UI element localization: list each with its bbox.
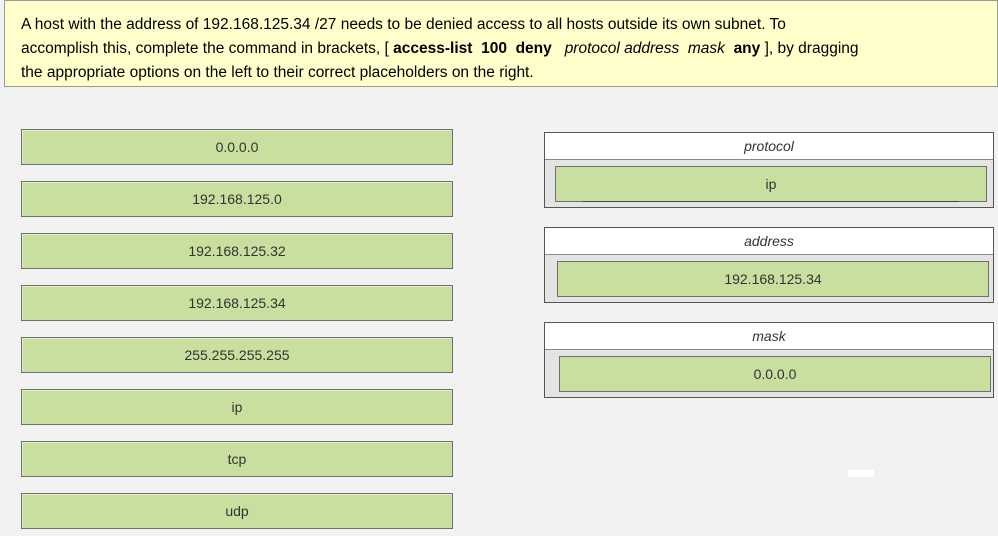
question-prompt: A host with the address of 192.168.125.3… bbox=[4, 0, 998, 87]
option-ip[interactable]: ip bbox=[21, 389, 453, 425]
option-label: tcp bbox=[227, 451, 247, 467]
option-label: 192.168.125.32 bbox=[188, 243, 286, 259]
dropped-label: 0.0.0.0 bbox=[753, 366, 797, 382]
option-tcp[interactable]: tcp bbox=[21, 441, 453, 477]
address-placeholder: address 192.168.125.34 bbox=[544, 227, 994, 303]
option-192-168-125-0[interactable]: 192.168.125.0 bbox=[21, 181, 453, 217]
question-spacer bbox=[725, 40, 734, 57]
mask-drop-0-0-0-0[interactable]: 0.0.0.0 bbox=[559, 356, 991, 392]
placeholder-underline bbox=[583, 201, 959, 202]
mask-placeholder: mask 0.0.0.0 bbox=[544, 322, 994, 398]
option-udp[interactable]: udp bbox=[21, 493, 453, 529]
option-label: 192.168.125.34 bbox=[188, 295, 286, 311]
question-spacer bbox=[552, 40, 565, 57]
dropped-label: 192.168.125.34 bbox=[724, 271, 822, 287]
command-keyword-access-list: access-list bbox=[393, 40, 473, 57]
option-0-0-0-0[interactable]: 0.0.0.0 bbox=[21, 129, 453, 165]
protocol-placeholder: protocol ip bbox=[544, 132, 994, 208]
option-255-255-255-255[interactable]: 255.255.255.255 bbox=[21, 337, 453, 373]
question-line-3: the appropriate options on the left to t… bbox=[21, 64, 534, 81]
placeholder-header: address bbox=[545, 228, 993, 255]
question-line-2-suffix: ], by dragging bbox=[760, 40, 859, 57]
option-label: udp bbox=[225, 503, 249, 519]
option-label: 0.0.0.0 bbox=[215, 139, 259, 155]
placeholder-header: mask bbox=[545, 323, 993, 350]
option-label: ip bbox=[231, 399, 243, 415]
dropped-label: ip bbox=[765, 176, 777, 192]
option-label: 255.255.255.255 bbox=[184, 347, 290, 363]
command-keyword-deny: deny bbox=[515, 40, 552, 57]
question-line-2: accomplish this, complete the command in… bbox=[21, 37, 997, 61]
placeholder-header: protocol bbox=[545, 133, 993, 160]
question-spacer bbox=[472, 40, 481, 57]
command-keyword-any: any bbox=[733, 40, 761, 57]
decorative-mark bbox=[848, 470, 874, 477]
question-line-2-prefix: accomplish this, complete the command in… bbox=[21, 40, 394, 57]
address-drop-192-168-125-34[interactable]: 192.168.125.34 bbox=[557, 261, 989, 297]
option-label: 192.168.125.0 bbox=[192, 191, 282, 207]
question-line-1: A host with the address of 192.168.125.3… bbox=[21, 16, 786, 33]
command-placeholders: protocol address mask bbox=[564, 40, 725, 57]
command-keyword-100: 100 bbox=[481, 40, 507, 57]
option-192-168-125-34[interactable]: 192.168.125.34 bbox=[21, 285, 453, 321]
question-spacer bbox=[507, 40, 516, 57]
protocol-drop-ip[interactable]: ip bbox=[555, 166, 987, 202]
option-192-168-125-32[interactable]: 192.168.125.32 bbox=[21, 233, 453, 269]
